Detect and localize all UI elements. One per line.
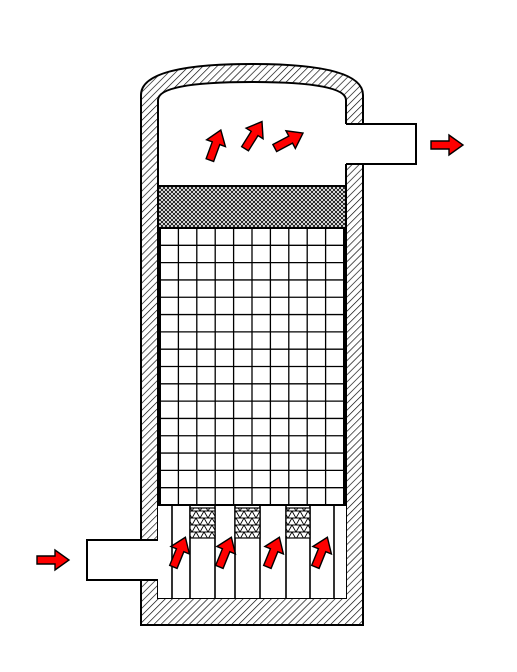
distributor-pad-1 xyxy=(189,507,216,539)
bottom-distributor-baffles xyxy=(158,504,346,598)
outlet-pipe xyxy=(340,123,417,165)
top-mesh-layer xyxy=(157,185,347,229)
distributor-pad-3 xyxy=(285,507,311,539)
outlet-flow-arrow xyxy=(430,134,464,156)
distributor-pad-2 xyxy=(234,507,261,539)
inlet-flow-arrow xyxy=(36,549,70,571)
grid-packing xyxy=(159,227,345,506)
inlet-pipe xyxy=(86,539,164,581)
